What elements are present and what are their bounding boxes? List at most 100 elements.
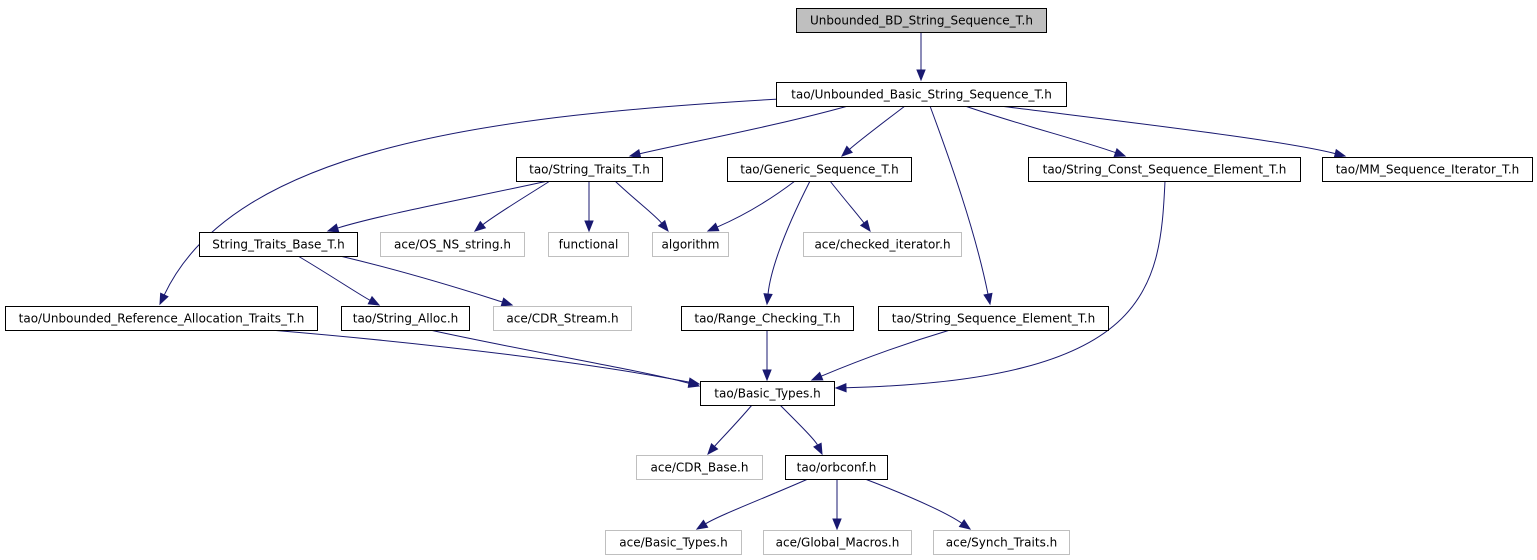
arrowhead-icon	[859, 219, 871, 233]
arrowhead-icon	[159, 292, 169, 306]
node-synchtraits: ace/Synch_Traits.h	[933, 530, 1070, 555]
dependency-edges	[159, 32, 1347, 531]
edge-orbconf-to-acebasic	[695, 478, 809, 530]
node-label: ace/CDR_Stream.h	[506, 312, 618, 326]
node-box	[763, 530, 912, 555]
arrowhead-icon	[500, 297, 514, 307]
node-basictypes[interactable]: tao/Basic_Types.h	[700, 381, 835, 406]
edge-strtraits-to-strtraitsbase	[326, 180, 549, 233]
arrowhead-icon	[832, 518, 842, 531]
edge-line	[767, 180, 811, 295]
arrowhead-icon	[834, 382, 847, 393]
arrowhead-icon	[695, 519, 709, 530]
edge-ubref-to-basictypes	[269, 329, 701, 387]
node-box	[5, 306, 318, 331]
edge-line	[929, 105, 989, 295]
node-label: String_Traits_Base_T.h	[212, 238, 345, 252]
node-stralloc[interactable]: tao/String_Alloc.h	[341, 306, 470, 331]
node-rangecheck[interactable]: tao/Range_Checking_T.h	[681, 306, 854, 331]
node-label: tao/Basic_Types.h	[714, 387, 820, 401]
node-strtraits[interactable]: tao/String_Traits_T.h	[516, 157, 663, 182]
edge-line	[999, 105, 1336, 155]
node-label: ace/OS_NS_string.h	[394, 238, 511, 252]
node-label: ace/CDR_Base.h	[651, 461, 749, 475]
node-globalmacros: ace/Global_Macros.h	[763, 530, 912, 555]
arrowhead-icon	[762, 369, 772, 382]
edge-orbconf-to-synchtraits	[864, 478, 972, 530]
edge-strtraitsbase-to-stralloc	[297, 255, 381, 306]
node-label: tao/Generic_Sequence_T.h	[740, 163, 899, 177]
node-strseqelem[interactable]: tao/String_Sequence_Element_T.h	[878, 306, 1109, 331]
arrowhead-icon	[840, 145, 853, 157]
edge-line	[829, 180, 865, 224]
node-strtraitsbase[interactable]: String_Traits_Base_T.h	[199, 232, 358, 257]
node-label: functional	[559, 238, 619, 252]
node-orbconf[interactable]: tao/orbconf.h	[785, 455, 888, 480]
node-functional: functional	[548, 232, 629, 257]
edge-basictypes-to-cdrbase	[707, 404, 753, 456]
node-ubref[interactable]: tao/Unbounded_Reference_Allocation_Trait…	[5, 306, 318, 331]
node-box	[652, 232, 729, 257]
arrowhead-icon	[706, 222, 720, 232]
node-label: tao/orbconf.h	[797, 461, 877, 475]
node-box	[776, 82, 1067, 107]
edge-genseq-to-algorithm	[706, 180, 796, 232]
node-box	[681, 306, 854, 331]
arrowhead-icon	[657, 219, 669, 233]
node-box	[700, 381, 835, 406]
arrowhead-icon	[584, 220, 594, 233]
edge-strtraits-to-algorithm	[614, 180, 669, 233]
edge-line	[429, 329, 690, 384]
node-label: tao/String_Const_Sequence_Element_T.h	[1043, 163, 1287, 177]
edge-line	[779, 404, 818, 446]
edge-line	[864, 478, 963, 524]
node-box	[1322, 157, 1533, 182]
arrowhead-icon	[1333, 148, 1347, 159]
edge-basictypes-to-orbconf	[779, 404, 823, 456]
edge-line	[337, 180, 549, 229]
node-box	[803, 232, 962, 257]
file-nodes: Unbounded_BD_String_Sequence_T.h tao/Unbo…	[5, 8, 1533, 555]
node-box	[636, 455, 763, 480]
edge-line	[614, 180, 663, 224]
edge-line	[716, 180, 796, 228]
node-cdrbase: ace/CDR_Base.h	[636, 455, 763, 480]
arrowhead-icon	[367, 295, 381, 306]
node-box	[785, 455, 888, 480]
node-box	[199, 232, 358, 257]
arrowhead-icon	[958, 519, 972, 530]
arrowhead-icon	[916, 69, 926, 82]
node-box	[933, 530, 1070, 555]
edge-line	[269, 329, 690, 383]
edge-orbconf-to-globalmacros	[832, 479, 842, 531]
edge-strtraitsbase-to-cdrstream	[339, 255, 514, 307]
node-mmiter[interactable]: tao/MM_Sequence_Iterator_T.h	[1322, 157, 1533, 182]
node-root: Unbounded_BD_String_Sequence_T.h	[796, 8, 1047, 33]
node-label: tao/Unbounded_Basic_String_Sequence_T.h	[791, 88, 1052, 102]
edge-root-to-ubss	[916, 32, 926, 82]
edge-line	[849, 105, 906, 150]
node-box	[1028, 157, 1301, 182]
arrowhead-icon	[1113, 148, 1127, 157]
node-genseq[interactable]: tao/Generic_Sequence_T.h	[727, 157, 912, 182]
node-cdrstream: ace/CDR_Stream.h	[493, 306, 632, 331]
edge-strseqelem-to-basictypes	[810, 329, 951, 381]
arrowhead-icon	[473, 220, 487, 232]
node-label: tao/MM_Sequence_Iterator_T.h	[1336, 163, 1520, 177]
node-ubss[interactable]: tao/Unbounded_Basic_String_Sequence_T.h	[776, 82, 1067, 107]
node-label: ace/checked_iterator.h	[814, 238, 950, 252]
edge-stralloc-to-basictypes	[429, 329, 701, 388]
arrowhead-icon	[326, 223, 340, 233]
edge-line	[821, 329, 951, 377]
node-label: ace/Basic_Types.h	[619, 536, 727, 550]
node-box	[380, 232, 525, 257]
node-label: algorithm	[662, 238, 720, 252]
node-algorithm: algorithm	[652, 232, 729, 257]
node-acebasic: ace/Basic_Types.h	[605, 530, 742, 555]
edge-ubss-to-strseqelem	[929, 105, 993, 306]
node-label: tao/String_Alloc.h	[353, 312, 459, 326]
arrowhead-icon	[687, 378, 701, 388]
node-strconst[interactable]: tao/String_Const_Sequence_Element_T.h	[1028, 157, 1301, 182]
edge-line	[714, 404, 753, 447]
